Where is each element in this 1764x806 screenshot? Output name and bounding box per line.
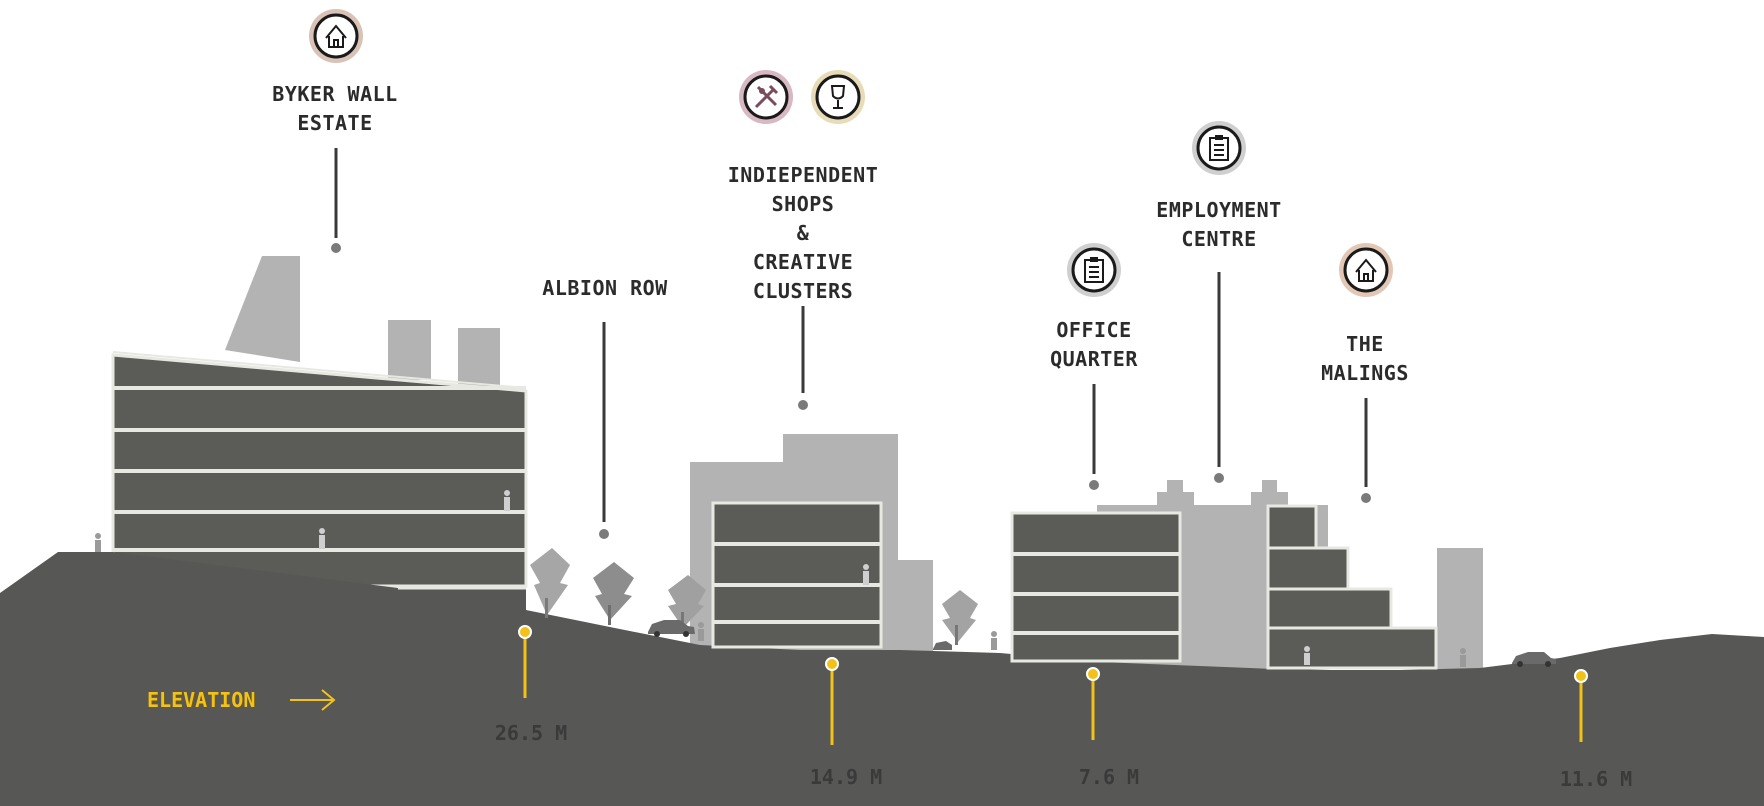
- label-byker-wall-estate: BYKER WALL ESTATE: [272, 82, 398, 135]
- trees: [530, 548, 978, 645]
- byker-wall-building: [111, 351, 528, 588]
- label-albion-row: ALBION ROW: [542, 276, 668, 300]
- elevation-value: 11.6 M: [1559, 767, 1633, 791]
- leader-lines: [331, 148, 1371, 539]
- elevation-title: ELEVATION: [147, 688, 256, 712]
- byker-tower-1: [388, 320, 431, 380]
- label-the-malings: THE MALINGS: [1321, 332, 1409, 385]
- elevation-value: 14.9 M: [809, 765, 883, 789]
- byker-chimney: [225, 256, 300, 362]
- malings-tower: [1437, 548, 1483, 674]
- house-icon: [309, 9, 363, 63]
- wine-glass-icon: [811, 70, 865, 124]
- arrow-right-icon: [290, 689, 336, 711]
- byker-tower-2: [458, 328, 500, 388]
- elevation-value: 7.6 M: [1078, 765, 1140, 789]
- elevation-pins: [518, 625, 1588, 745]
- office-quarter-building: [1010, 511, 1182, 663]
- byker-roof-slab: [113, 351, 526, 389]
- clipboard-icon: [1067, 243, 1121, 297]
- house-icon: [1339, 243, 1393, 297]
- elevation-value: 26.5 M: [494, 721, 568, 745]
- label-office-quarter: OFFICE QUARTER: [1050, 318, 1138, 371]
- shops-building: [711, 501, 883, 649]
- people: [95, 490, 1466, 667]
- tools-icon: [739, 70, 793, 124]
- label-independent-shops: INDIEPENDENT SHOPS & CREATIVE CLUSTERS: [727, 163, 879, 303]
- clipboard-icon: [1192, 121, 1246, 175]
- malings-building: [1266, 504, 1438, 670]
- ground: [0, 552, 1764, 806]
- cars: [648, 620, 1556, 667]
- label-employment-centre: EMPLOYMENT CENTRE: [1156, 198, 1282, 251]
